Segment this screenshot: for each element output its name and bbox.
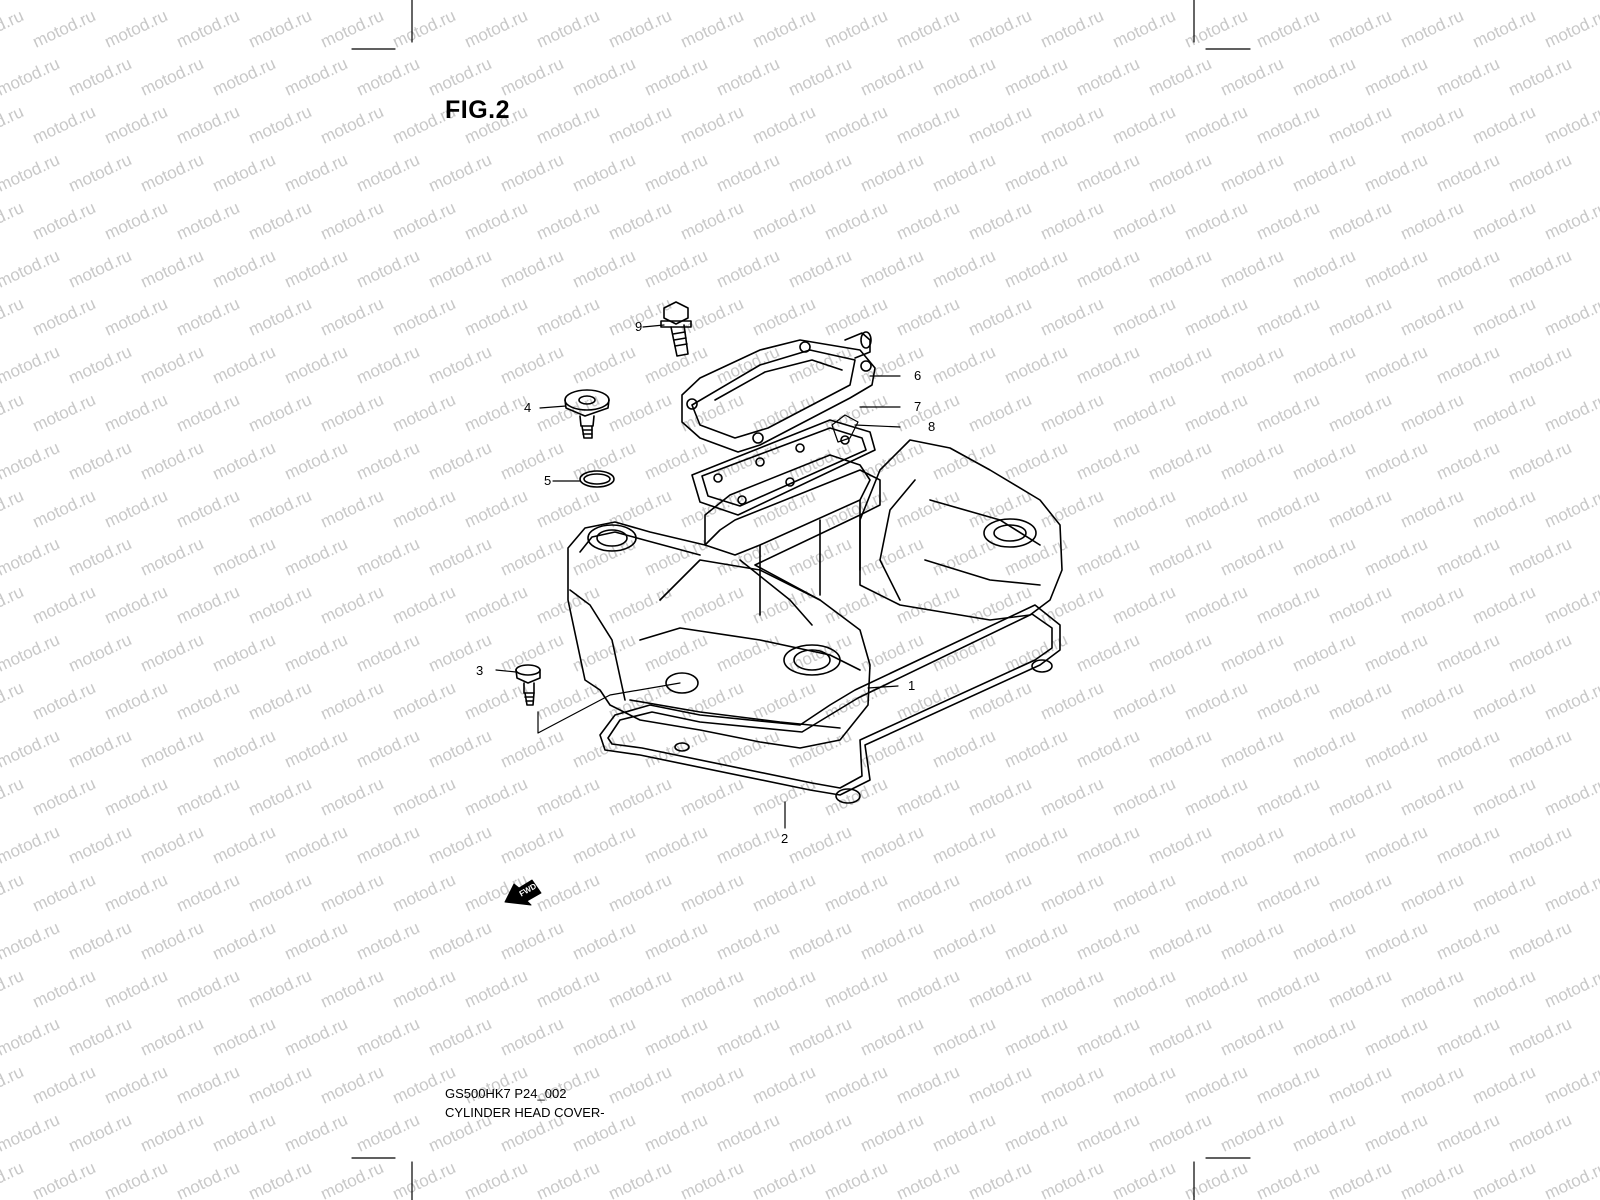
callout-2: 2 [781, 831, 789, 846]
o-ring [579, 470, 615, 488]
figure-title: FIG.2 [445, 96, 511, 124]
crop-marks [351, 0, 1251, 1200]
callout-5: 5 [544, 473, 552, 488]
spark-plug-cap [564, 389, 610, 439]
callout-9: 9 [635, 319, 643, 334]
callout-6: 6 [914, 368, 922, 383]
callout-7: 7 [914, 399, 922, 414]
head-cover-gasket [599, 604, 1061, 804]
callout-8: 8 [928, 419, 936, 434]
breather-cover [681, 331, 876, 453]
leader-lines [495, 324, 901, 829]
diagram-caption: CYLINDER HEAD COVER- [445, 1105, 605, 1120]
callout-3: 3 [476, 663, 484, 678]
cylinder-head-cover [567, 439, 1063, 749]
breather-cover-bolt [660, 301, 692, 357]
forward-arrow-icon: FWD [504, 879, 542, 906]
callout-1: 1 [908, 678, 916, 693]
model-code: GS500HK7 P24_002 [445, 1086, 567, 1101]
head-cover-bolt [515, 664, 541, 706]
callout-4: 4 [524, 400, 532, 415]
